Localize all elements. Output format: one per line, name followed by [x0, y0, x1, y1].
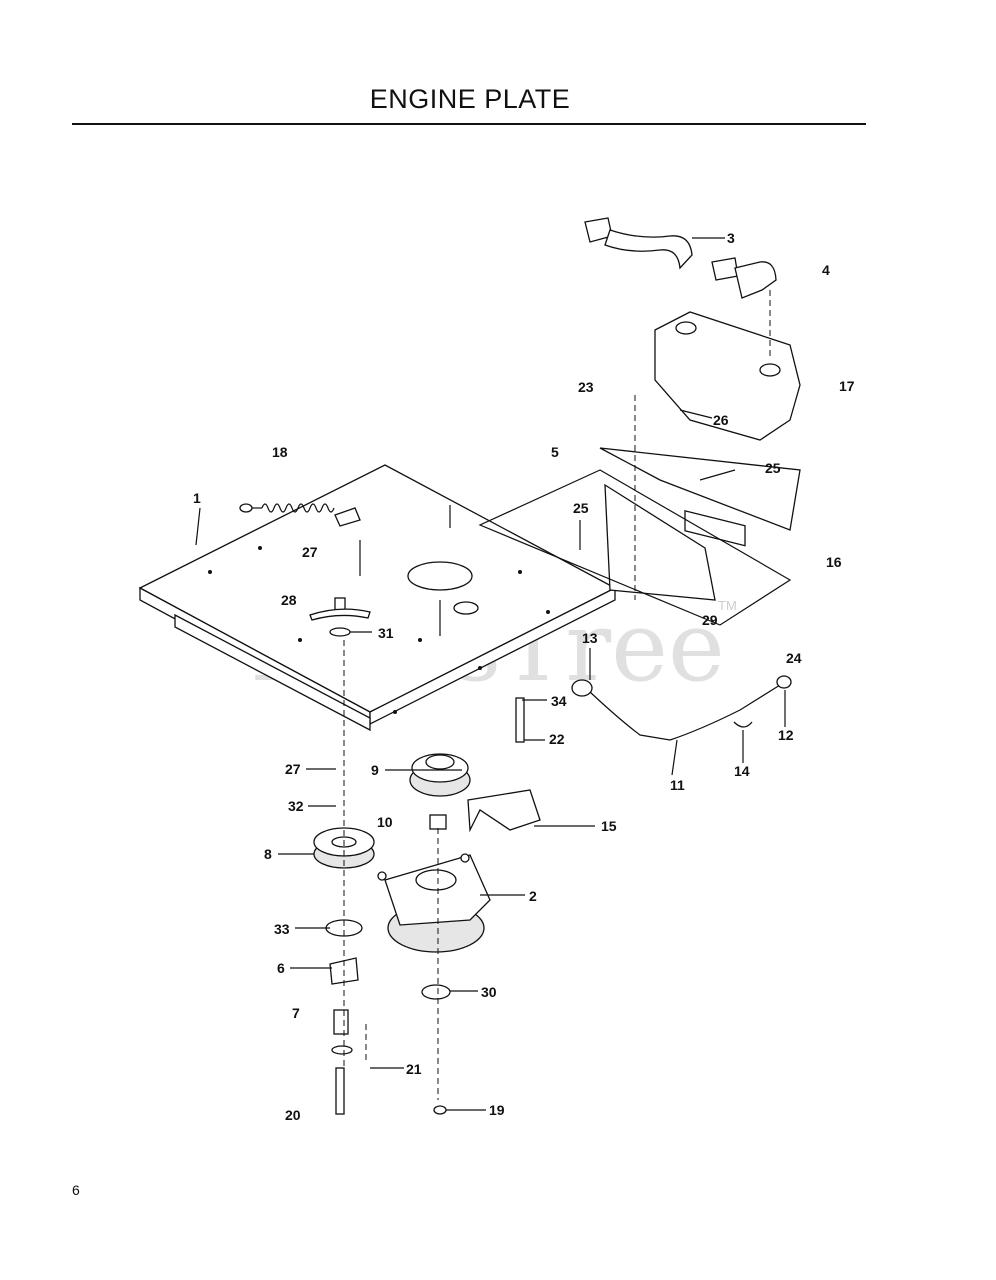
idler-arm: [309, 608, 371, 621]
callout-25b: 25: [573, 500, 589, 516]
bolt-19: [433, 1105, 447, 1115]
callout-22: 22: [549, 731, 565, 747]
callout-26: 26: [713, 412, 729, 428]
callout-8: 8: [264, 846, 272, 862]
title-rule: [72, 123, 866, 125]
callout-18: 18: [272, 444, 288, 460]
callout-12: 12: [778, 727, 794, 743]
washer-31: [329, 627, 351, 637]
callout-4: 4: [822, 262, 830, 278]
callout-30: 30: [481, 984, 497, 1000]
callout-25a: 25: [765, 460, 781, 476]
callout-24: 24: [786, 650, 802, 666]
spring: [239, 503, 361, 527]
pulley-9: [409, 753, 471, 797]
leader-lines: [195, 237, 786, 1111]
bushing-7: [333, 1009, 349, 1035]
callout-6: 6: [277, 960, 285, 976]
callout-15: 15: [601, 818, 617, 834]
callout-5: 5: [551, 444, 559, 460]
callout-28: 28: [281, 592, 297, 608]
bolt-20: [335, 1067, 345, 1115]
callout-23: 23: [578, 379, 594, 395]
callout-31: 31: [378, 625, 394, 641]
callout-11: 11: [670, 777, 685, 793]
callout-27b: 27: [285, 761, 301, 777]
callout-32: 32: [288, 798, 304, 814]
callout-20: 20: [285, 1107, 301, 1123]
page-title: ENGINE PLATE: [369, 84, 571, 114]
callout-7: 7: [292, 1005, 300, 1021]
callout-21: 21: [406, 1061, 422, 1077]
spacer-30: [421, 984, 451, 1000]
callout-16: 16: [826, 554, 842, 570]
callout-14: 14: [734, 763, 750, 779]
callout-19: 19: [489, 1102, 505, 1118]
callout-33: 33: [274, 921, 290, 937]
engine-plate: [138, 464, 617, 732]
callout-10: 10: [377, 814, 393, 830]
electric-clutch: [377, 853, 491, 953]
exhaust-pipes: [584, 217, 777, 299]
washer: [331, 1045, 353, 1055]
spacer: [429, 814, 447, 830]
bracket: [467, 789, 541, 833]
page-number: 6: [72, 1182, 80, 1198]
heat-shield: [478, 447, 801, 626]
bolt-22: [515, 697, 525, 743]
fuel-line: [571, 675, 792, 741]
callout-17: 17: [839, 378, 855, 394]
callout-29: 29: [702, 612, 718, 628]
callout-1: 1: [193, 490, 201, 506]
muffler: [654, 311, 801, 547]
callout-9: 9: [371, 762, 379, 778]
alignment-lines: [343, 290, 771, 1100]
callout-27a: 27: [302, 544, 318, 560]
callout-2: 2: [529, 888, 537, 904]
callout-34: 34: [551, 693, 567, 709]
callout-3: 3: [727, 230, 735, 246]
callout-labels: 3 4 17 23 26 18 5 25 1 25 27 16 28 29 31…: [193, 230, 855, 1123]
callout-13: 13: [582, 630, 598, 646]
watermark-trademark: TM: [718, 598, 737, 613]
